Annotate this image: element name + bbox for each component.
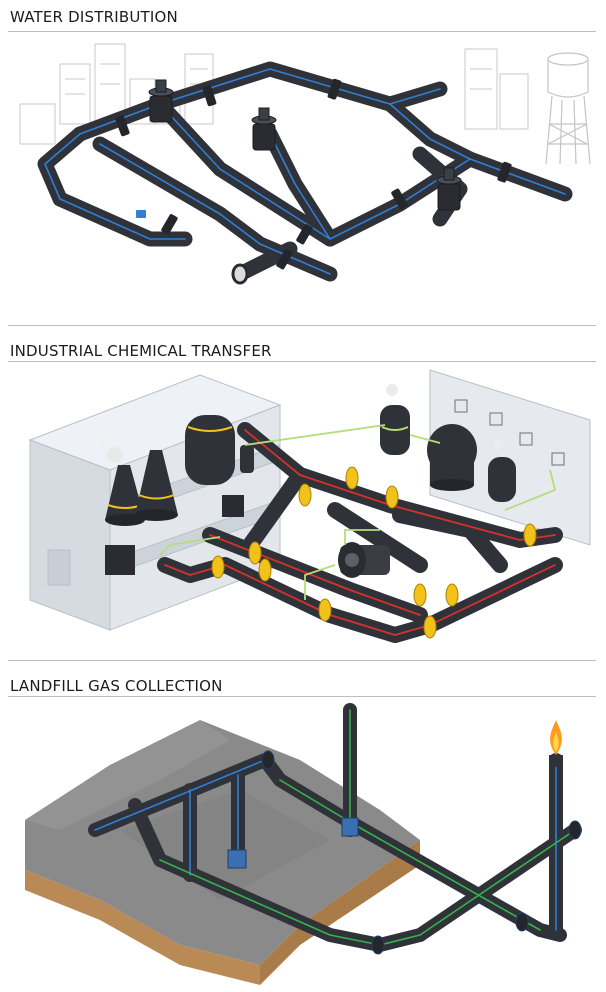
tank-icon bbox=[380, 384, 516, 502]
landfill-gas-diagram bbox=[25, 703, 582, 985]
gas-pipe-network bbox=[88, 703, 582, 952]
section-title: INDUSTRIAL CHEMICAL TRANSFER bbox=[10, 342, 272, 360]
section-title: LANDFILL GAS COLLECTION bbox=[10, 677, 223, 695]
water-distribution-section: WATER DISTRIBUTION bbox=[0, 0, 606, 325]
tank-icon bbox=[105, 415, 254, 575]
valve-icon bbox=[148, 79, 462, 211]
section-rule bbox=[8, 31, 596, 32]
instrument-lines bbox=[159, 424, 557, 600]
water-distribution-diagram bbox=[19, 43, 591, 285]
section-rule bbox=[8, 696, 596, 697]
section-title: WATER DISTRIBUTION bbox=[10, 8, 178, 26]
water-pipe-network bbox=[37, 61, 573, 282]
pipe-couplings bbox=[115, 78, 512, 270]
chemical-transfer-section: INDUSTRIAL CHEMICAL TRANSFER bbox=[0, 325, 606, 660]
water-tower-icon bbox=[545, 52, 591, 165]
pump-icon bbox=[338, 542, 390, 578]
pipe-couplings bbox=[227, 750, 582, 955]
landfill-terrain bbox=[25, 720, 420, 985]
chemical-transfer-diagram bbox=[28, 369, 591, 643]
section-rule bbox=[8, 660, 596, 661]
section-rule bbox=[8, 361, 596, 362]
section-rule bbox=[8, 325, 596, 326]
pipe-open-end bbox=[231, 263, 249, 285]
tank-icon bbox=[102, 437, 178, 526]
right-wall bbox=[429, 369, 591, 546]
pressure-gauge-icon bbox=[136, 210, 146, 218]
pipe-flanges bbox=[211, 466, 537, 639]
landfill-gas-section: LANDFILL GAS COLLECTION bbox=[0, 660, 606, 992]
gas-flare-icon bbox=[549, 720, 563, 767]
